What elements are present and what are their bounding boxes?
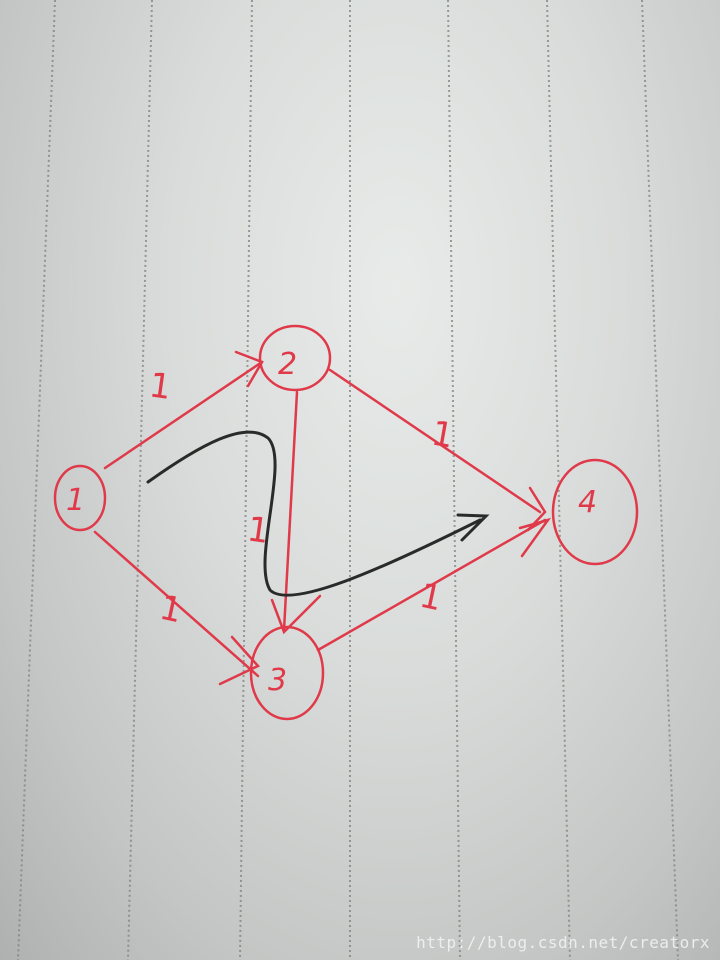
node-4-circle [551, 458, 639, 566]
edge-2-4 [328, 368, 542, 514]
ruled-line [239, 0, 253, 960]
highlighted-path-arrowhead [456, 513, 490, 542]
ruled-line [641, 0, 679, 960]
node-1-label: 1 [66, 483, 85, 518]
node-1-circle [53, 464, 107, 532]
node-3-circle [249, 625, 325, 721]
weight-3-4: 1 [416, 576, 445, 620]
ruled-lines [17, 0, 679, 960]
edge-1-3-arrowhead [218, 635, 261, 686]
highlighted-path [146, 430, 482, 597]
edge-2-3 [282, 390, 299, 632]
weight-1-2: 1 [147, 365, 174, 408]
edge-3-4 [316, 518, 547, 652]
node-4-label: 4 [578, 485, 597, 520]
edge-3-4-arrowhead [518, 517, 552, 558]
node-2-circle [258, 324, 332, 392]
node-3-label: 3 [268, 663, 287, 698]
edge-1-2 [103, 360, 264, 470]
edge-2-3-arrowhead [270, 594, 322, 635]
weight-2-4: 1 [428, 413, 456, 456]
ruled-line [127, 0, 153, 960]
weight-1-3: 1 [156, 588, 185, 632]
ruled-line [17, 0, 56, 960]
watermark-url: http://blog.csdn.net/creatorx [416, 933, 710, 952]
edge-1-3 [93, 530, 260, 678]
node-2-label: 2 [278, 347, 297, 382]
edge-1-2-arrowhead [234, 350, 264, 388]
ruled-line [546, 0, 571, 960]
ruled-line [447, 0, 461, 960]
